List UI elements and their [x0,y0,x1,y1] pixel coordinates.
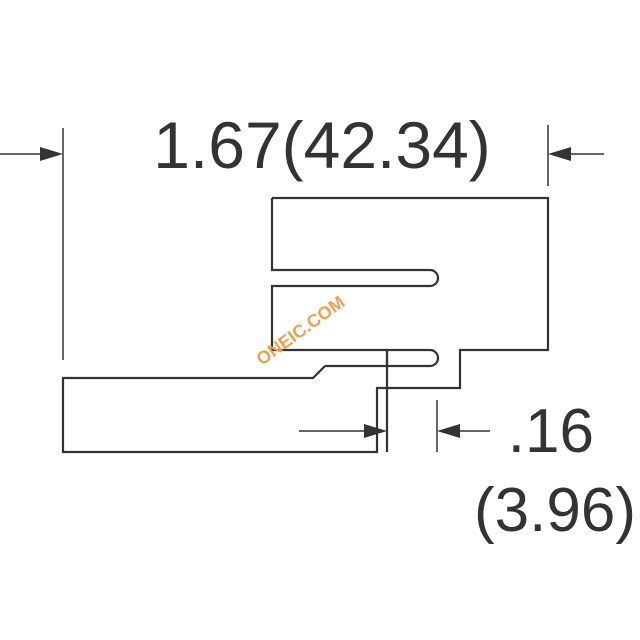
pin-width-inch-label: .16 [508,397,594,466]
pin-width-mm-label: (3.96) [474,476,636,545]
part-outline [61,196,550,454]
overall-right-arrowhead [548,147,571,161]
lower-foot-body [61,365,387,454]
pin-left-arrowhead [364,424,387,438]
overall-width-dimension [0,147,604,161]
overall-width-label: 1.67(42.34) [153,108,491,182]
overall-left-arrowhead [40,147,63,161]
pin-right-arrowhead [437,424,460,438]
watermark-text: ONEIC.COM [253,292,349,369]
upper-slot [270,198,440,368]
extension-lines [62,125,549,452]
pin-width-dimension [299,424,490,438]
